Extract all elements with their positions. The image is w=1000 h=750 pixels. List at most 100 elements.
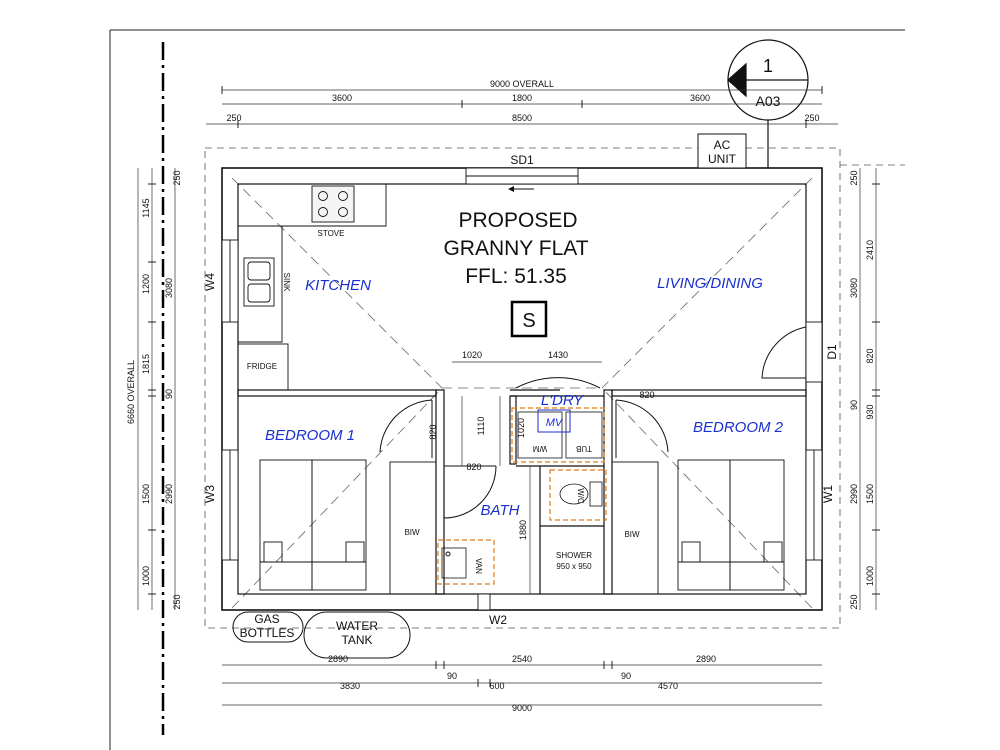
kitchen-bench xyxy=(238,184,387,343)
vanity-fixture-box xyxy=(437,539,495,585)
dim-int-1020: 1020 xyxy=(462,350,482,360)
bed2-left xyxy=(677,459,731,591)
dim-right-2410: 2410 xyxy=(865,240,875,260)
label-shower: SHOWER xyxy=(556,551,592,560)
label-sd1: SD1 xyxy=(510,153,534,167)
label-gas-2: BOTTLES xyxy=(240,626,295,640)
ac-unit-box xyxy=(697,133,747,169)
door-laundry-swing xyxy=(515,377,601,389)
label-tub: TUB xyxy=(576,444,592,453)
room-laundry: L'DRY xyxy=(541,392,584,409)
door-bedroom1-swing xyxy=(379,399,433,458)
dim-int-1430: 1430 xyxy=(548,350,568,360)
label-ac-2: UNIT xyxy=(708,152,737,166)
wet-area-fixtures xyxy=(437,407,607,585)
dim-right-90: 90 xyxy=(849,400,859,410)
fridge-icon xyxy=(237,343,289,391)
dim-int-820-bed2: 820 xyxy=(639,390,654,400)
drawing-frame xyxy=(109,29,905,750)
dim-left-250b: 250 xyxy=(172,594,182,609)
biw-left-box xyxy=(389,461,437,595)
room-bedroom-1: BEDROOM 1 xyxy=(265,427,355,444)
room-kitchen: KITCHEN xyxy=(305,277,371,294)
dim-bottom-overall: 9000 xyxy=(512,703,532,713)
dim-left-1815: 1815 xyxy=(141,354,151,374)
label-biw-left: BIW xyxy=(404,528,420,537)
wc-fixture-box xyxy=(549,469,607,521)
dim-left-1200: 1200 xyxy=(141,274,151,294)
door-d1-opening xyxy=(805,321,823,383)
dimension-lines xyxy=(137,89,877,706)
dim-right-1000: 1000 xyxy=(865,566,875,586)
dim-bottom-3830: 3830 xyxy=(340,681,360,691)
kitchen-fixtures xyxy=(237,184,387,391)
title-line-3: FFL: 51.35 xyxy=(465,265,567,288)
mv-box xyxy=(537,409,571,433)
dim-left-3080: 3080 xyxy=(164,278,174,298)
title-line-1: PROPOSED xyxy=(458,209,577,232)
bedroom-fixtures xyxy=(259,459,785,595)
external-items xyxy=(232,611,411,659)
label-tank-1: WATER xyxy=(336,619,378,633)
dim-top-250b: 250 xyxy=(804,113,819,123)
label-wc: W/C xyxy=(576,488,585,504)
dim-int-820-bath: 820 xyxy=(466,462,481,472)
label-stove: STOVE xyxy=(318,229,345,238)
label-w1: W1 xyxy=(821,485,835,503)
dim-right-1500: 1500 xyxy=(865,484,875,504)
dim-left-90: 90 xyxy=(164,389,174,399)
dim-int-820-bed1: 820 xyxy=(428,424,438,439)
dim-left-1000: 1000 xyxy=(141,566,151,586)
label-tank-2: TANK xyxy=(341,633,372,647)
dim-int-1880: 1880 xyxy=(518,520,528,540)
label-fridge: FRIDGE xyxy=(247,362,277,371)
dim-bottom-600: 600 xyxy=(489,681,504,691)
water-tank-outline xyxy=(303,611,411,659)
dim-right-820: 820 xyxy=(865,348,875,363)
dim-right-250b: 250 xyxy=(849,594,859,609)
door-bath-swing xyxy=(443,465,497,519)
label-d1: D1 xyxy=(825,344,839,360)
label-shower-size: 950 x 950 xyxy=(556,562,592,571)
dimension-ticks xyxy=(148,86,880,687)
stove-icon xyxy=(311,185,355,223)
door-d1-swing xyxy=(761,326,807,379)
smoke-detector-box xyxy=(510,300,548,338)
wall-openings xyxy=(221,167,823,611)
dim-int-1110: 1110 xyxy=(476,417,486,436)
section-marker xyxy=(727,39,809,168)
biw-right-box xyxy=(611,461,659,595)
label-mv: MV xyxy=(546,417,564,429)
dim-top-3600b: 3600 xyxy=(690,93,710,103)
label-ac-1: AC xyxy=(714,138,731,152)
dim-top-250a: 250 xyxy=(226,113,241,123)
label-w4: W4 xyxy=(203,273,217,291)
label-w3: W3 xyxy=(203,485,217,503)
dim-left-1145: 1145 xyxy=(141,198,151,217)
laundry-fixture-box xyxy=(511,407,605,463)
dim-bottom-2890b: 2890 xyxy=(696,654,716,664)
bed1-right xyxy=(311,459,367,591)
roof-hip-lines xyxy=(231,177,813,609)
dim-bottom-90b: 90 xyxy=(621,671,631,681)
dim-top-1800: 1800 xyxy=(512,93,532,103)
eave-outline xyxy=(204,147,905,629)
dim-left-1500: 1500 xyxy=(141,484,151,504)
dim-right-250a: 250 xyxy=(849,170,859,185)
dim-right-3080: 3080 xyxy=(849,278,859,298)
label-wm: WM xyxy=(533,444,548,453)
dim-int-1020v: 1020 xyxy=(516,418,526,438)
smoke-detector-label: S xyxy=(522,310,535,332)
sink-icon xyxy=(243,257,275,307)
section-sheet: A03 xyxy=(756,93,781,109)
room-living-dining: LIVING/DINING xyxy=(657,275,763,292)
dim-bottom-90a: 90 xyxy=(447,671,457,681)
dim-top-8500: 8500 xyxy=(512,113,532,123)
label-biw-right: BIW xyxy=(624,530,640,539)
section-number: 1 xyxy=(763,56,773,76)
dim-bottom-4570: 4570 xyxy=(658,681,678,691)
gas-bottles-outline xyxy=(232,611,304,643)
dim-right-2990: 2990 xyxy=(849,484,859,504)
dim-top-3600a: 3600 xyxy=(332,93,352,103)
